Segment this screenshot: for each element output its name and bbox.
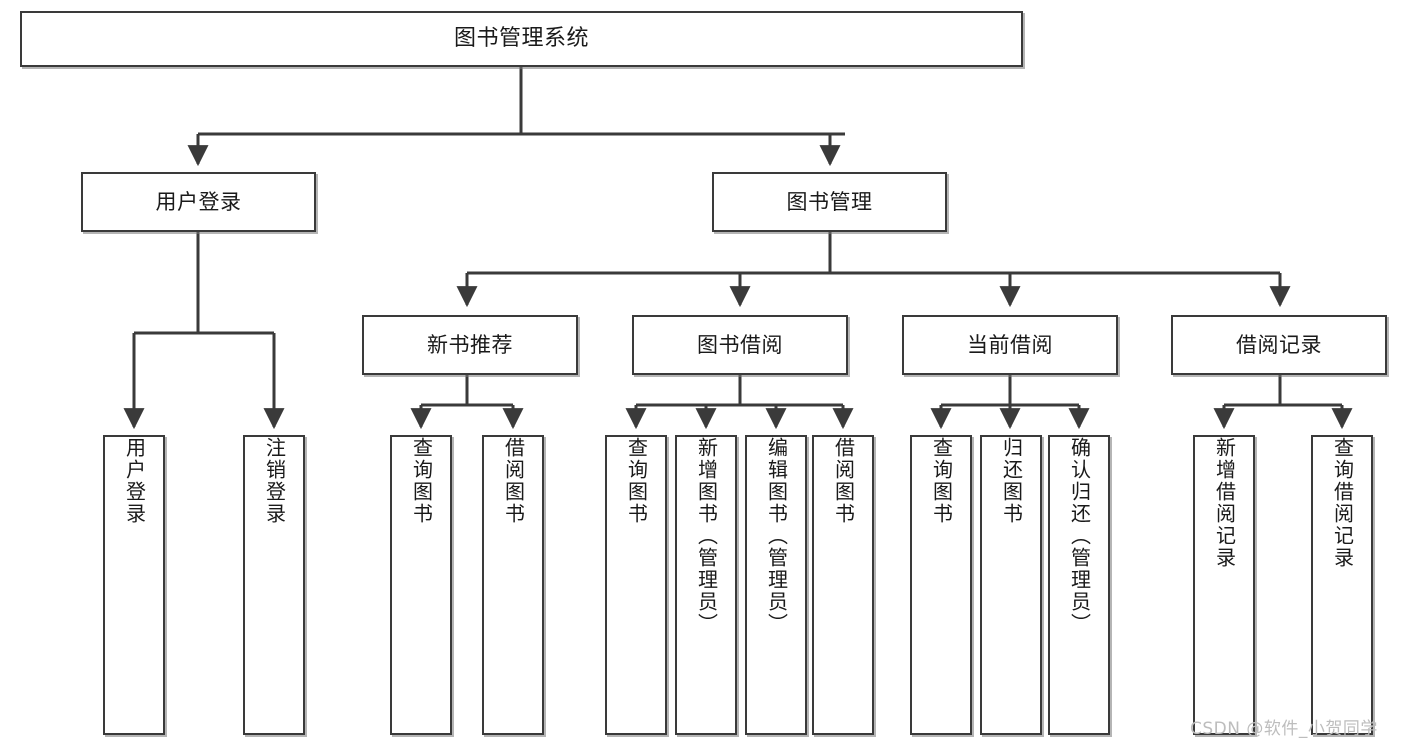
node-label: 借阅图书 [501, 437, 526, 525]
leaf-add-book-admin[interactable]: 新增图书（管理员） [675, 435, 737, 735]
node-borrow-record[interactable]: 借阅记录 [1171, 315, 1387, 375]
node-current-borrow[interactable]: 当前借阅 [902, 315, 1118, 375]
node-label: 新增图书（管理员） [694, 437, 719, 635]
leaf-query-books-newbook[interactable]: 查询图书 [390, 435, 452, 735]
node-label: 新增借阅记录 [1212, 437, 1237, 569]
leaf-logout[interactable]: 注销登录 [243, 435, 305, 735]
node-label: 图书管理系统 [453, 26, 589, 52]
node-root-book-management-system[interactable]: 图书管理系统 [20, 11, 1023, 67]
node-book-borrow[interactable]: 图书借阅 [632, 315, 848, 375]
node-label: 当前借阅 [967, 332, 1053, 357]
leaf-edit-book-admin[interactable]: 编辑图书（管理员） [745, 435, 807, 735]
node-label: 查询图书 [624, 437, 649, 525]
node-label: 注销登录 [262, 437, 287, 525]
node-label: 借阅记录 [1236, 332, 1322, 357]
node-label: 编辑图书（管理员） [764, 437, 789, 635]
node-label: 图书借阅 [697, 332, 783, 357]
leaf-return-books[interactable]: 归还图书 [980, 435, 1042, 735]
node-new-book-recommendation[interactable]: 新书推荐 [362, 315, 578, 375]
node-label: 新书推荐 [427, 332, 513, 357]
leaf-borrow-books-newbook[interactable]: 借阅图书 [482, 435, 544, 735]
leaf-confirm-return-admin[interactable]: 确认归还（管理员） [1048, 435, 1110, 735]
node-user-login[interactable]: 用户登录 [81, 172, 316, 232]
node-label: 用户登录 [155, 189, 242, 214]
watermark: CSDN @软件_小贺同学 [1190, 719, 1378, 739]
node-book-management[interactable]: 图书管理 [712, 172, 947, 232]
leaf-query-books-current[interactable]: 查询图书 [910, 435, 972, 735]
leaf-query-borrow-record[interactable]: 查询借阅记录 [1311, 435, 1373, 735]
node-label: 用户登录 [122, 437, 147, 525]
node-label: 查询借阅记录 [1330, 437, 1355, 569]
node-label: 借阅图书 [831, 437, 856, 525]
node-label: 图书管理 [786, 189, 873, 214]
node-label: 确认归还（管理员） [1067, 437, 1092, 635]
leaf-query-books-borrow[interactable]: 查询图书 [605, 435, 667, 735]
leaf-add-borrow-record[interactable]: 新增借阅记录 [1193, 435, 1255, 735]
node-label: 查询图书 [409, 437, 434, 525]
leaf-user-login[interactable]: 用户登录 [103, 435, 165, 735]
node-label: 查询图书 [929, 437, 954, 525]
node-label: 归还图书 [999, 437, 1024, 525]
leaf-borrow-books-borrow[interactable]: 借阅图书 [812, 435, 874, 735]
